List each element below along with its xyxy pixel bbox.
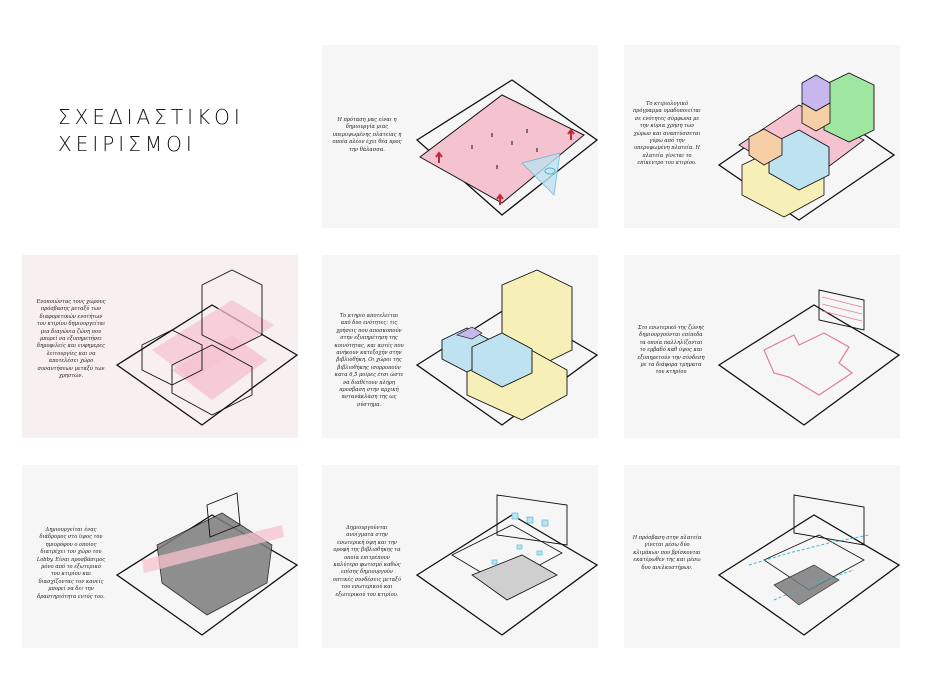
diagram-panel-diagonal-zone: Ενοποιώντας τους χώρους πρόσβασης μεταξύ… — [22, 255, 298, 438]
diagram-panel-program: Το κτιριολογικό πρόγραμμα ομαδοποιείται … — [624, 45, 900, 228]
diagram-panel-levels: Στο εσωτερικό της ζώνης δημιουργούνται ε… — [624, 255, 900, 438]
diagram-panel-access: Η πρόσβαση στην πλατεία γίνεται μέσω δύο… — [624, 465, 900, 648]
access-diagram — [717, 494, 900, 636]
page-title: ΣΧΕΔΙΑΣΤΙΚΟΙ ΧΕΙΡΙΣΜΟΙ — [58, 104, 244, 158]
panel-caption: Η πρόταση μας είναι η δημιουργία μιας υπ… — [332, 117, 402, 153]
corridor-diagram — [115, 492, 298, 636]
title-line-2: ΧΕΙΡΙΣΜΟΙ — [58, 132, 196, 156]
diagram-panel-two-units: Το κτηριο αποτελείται από δυο ενότητες: … — [322, 255, 598, 438]
levels-diagram — [717, 289, 900, 426]
title-line-1: ΣΧΕΔΙΑΣΤΙΚΟΙ — [58, 105, 244, 129]
panel-caption: Η πρόσβαση στην πλατεία γίνεται μέσω δύο… — [632, 535, 702, 571]
panel-caption: Δημιουργείται ένας διάδρομος στο ύψος το… — [36, 527, 106, 600]
panel-caption: Στο εσωτερικό της ζώνης δημιουργούνται ε… — [637, 325, 705, 376]
program-diagram — [717, 72, 896, 221]
diagonal-zone-diagram — [115, 269, 298, 426]
panel-caption: Το κτιριολογικό πρόγραμμα ομαδοποιείται … — [633, 101, 701, 167]
diagram-panel-openings: Δημιουργούνται ανοίγματα στην εσωτερική … — [322, 465, 598, 648]
two-units-diagram — [415, 269, 598, 426]
panel-caption: Το κτηριο αποτελείται από δυο ενότητες: … — [334, 313, 404, 408]
panel-caption: Δημιουργούνται ανοίγματα στην εσωτερική … — [332, 525, 402, 598]
plaza-diagram — [415, 79, 598, 216]
diagram-panel-plaza: Η πρόταση μας είναι η δημιουργία μιας υπ… — [322, 45, 598, 228]
panel-caption: Ενοποιώντας τους χώρους πρόσβασης μεταξύ… — [36, 299, 106, 380]
diagram-panel-corridor: Δημιουργείται ένας διάδρομος στο ύψος το… — [22, 465, 298, 648]
openings-diagram — [415, 494, 598, 636]
